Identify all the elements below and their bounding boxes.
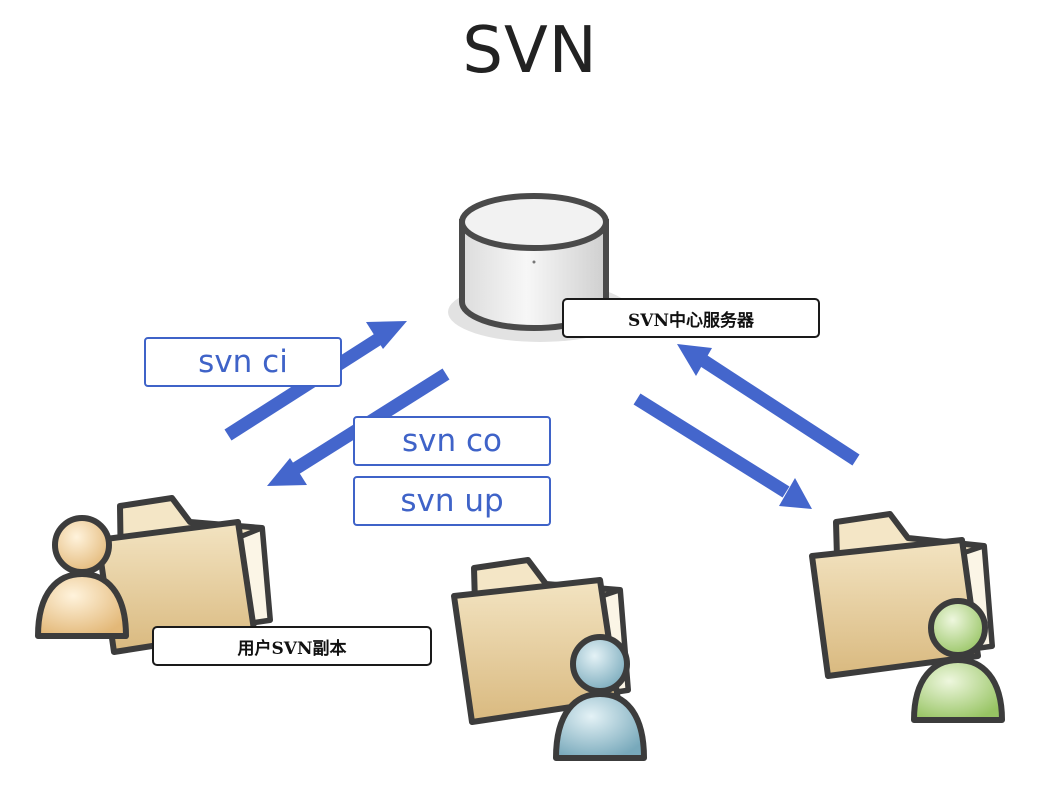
command-checkout-label: svn co [353, 416, 551, 466]
arrow-commit-right [677, 344, 860, 466]
user-icon-left [35, 515, 129, 639]
folder-icon [95, 495, 273, 655]
arrow-update-right [633, 393, 812, 509]
slide-title: SVN [462, 14, 598, 88]
client-copy-label: 用户SVN副本 [152, 626, 432, 666]
command-commit-label: svn ci [144, 337, 342, 387]
server-label: SVN中心服务器 [562, 298, 820, 338]
user-icon-center [553, 634, 647, 761]
user-icon-right [911, 598, 1005, 723]
command-update-label: svn up [353, 476, 551, 526]
